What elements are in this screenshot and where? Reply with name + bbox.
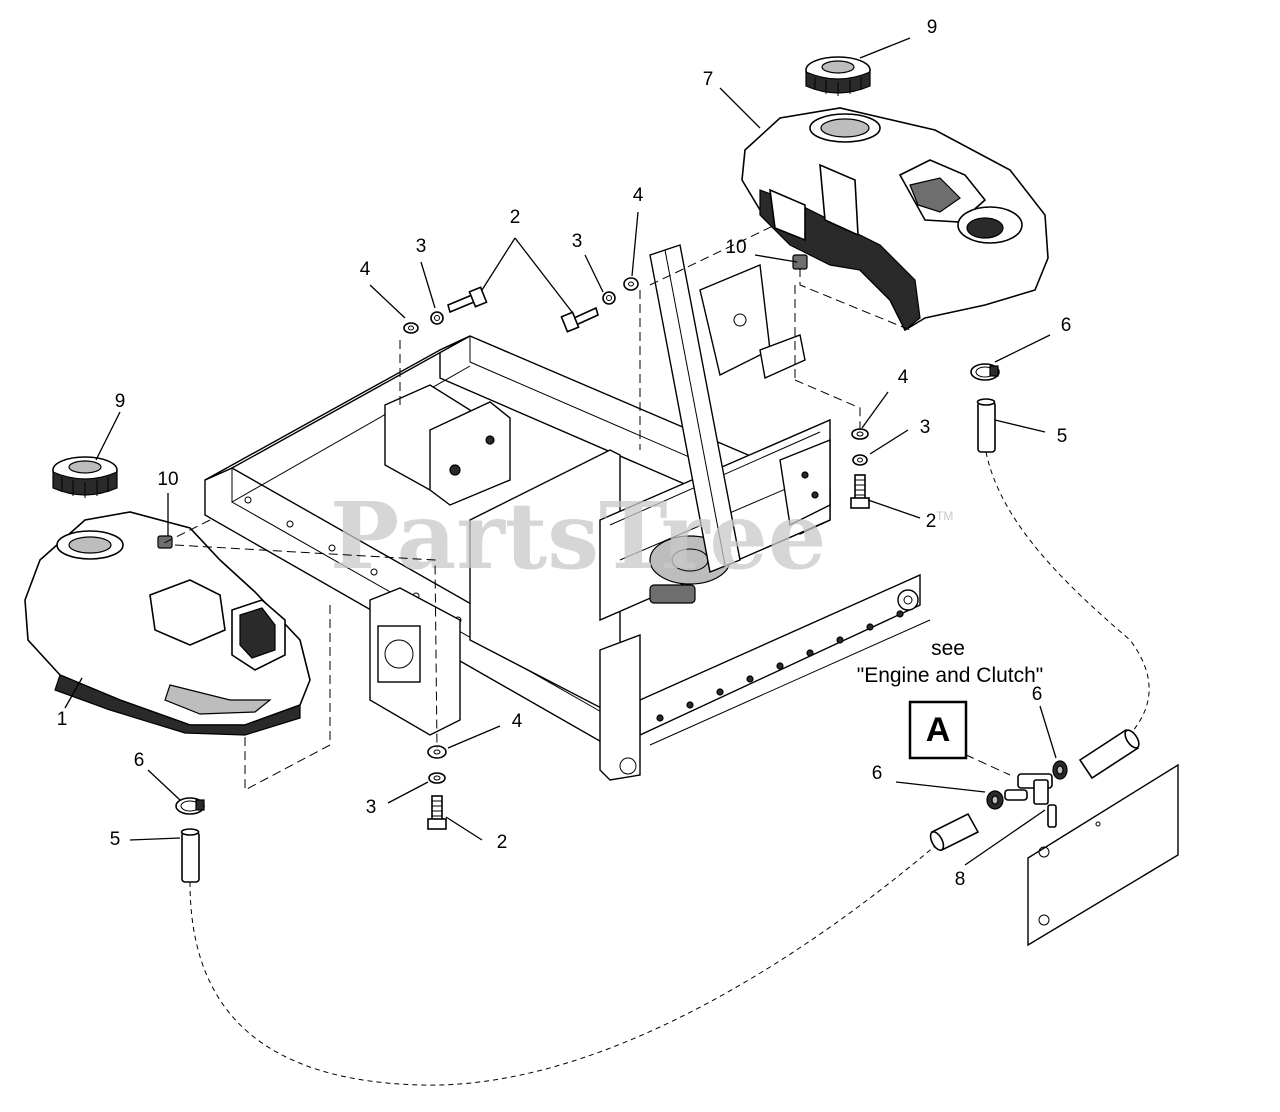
watermark-trademark: TM <box>936 509 953 523</box>
callout-3-top-right: 3 <box>572 231 583 252</box>
fuel-hose-left <box>180 828 200 883</box>
callout-2-right: 2 <box>926 511 937 532</box>
hose-clamp-top <box>970 363 1000 381</box>
callout-3-top-left: 3 <box>416 236 427 257</box>
callout-4-top-left: 4 <box>360 259 371 280</box>
callout-labels: 9 7 10 2 3 4 3 4 6 5 4 3 2 9 10 1 6 5 4 … <box>57 17 1072 890</box>
watermark: PartsTree TM <box>330 482 953 590</box>
shutoff-valve <box>986 760 1068 828</box>
fuel-tank-left <box>24 511 311 736</box>
callout-5-top: 5 <box>1057 426 1068 447</box>
fuel-hose-valve-right <box>1078 728 1140 780</box>
callout-3-right: 3 <box>920 417 931 438</box>
callout-1: 1 <box>57 709 68 730</box>
callout-9-top: 9 <box>927 17 938 38</box>
callout-6-top: 6 <box>1061 315 1072 336</box>
callout-4-bottom: 4 <box>512 711 523 732</box>
fuel-cap-top <box>805 56 871 96</box>
callout-3-bottom: 3 <box>366 797 377 818</box>
watermark-text: PartsTree <box>330 482 826 590</box>
reference-note-line1: see <box>931 637 965 660</box>
engine-mount-panel <box>1027 763 1179 947</box>
reference-note-line2: "Engine and Clutch" <box>857 664 1044 687</box>
callout-7: 7 <box>703 69 714 90</box>
fuel-hose-valve-left <box>929 812 980 852</box>
reference-box-a: A <box>908 700 968 760</box>
callout-10-left: 10 <box>157 469 178 490</box>
callout-5-left: 5 <box>110 829 121 850</box>
chassis-frame <box>204 244 931 781</box>
assembly-lines <box>159 224 1150 1086</box>
callout-4-top-right: 4 <box>633 185 644 206</box>
fuel-tank-right <box>741 107 1049 332</box>
callout-6-valve-left: 6 <box>872 763 883 784</box>
hardware-bottom <box>427 745 447 830</box>
callout-9-left: 9 <box>115 391 126 412</box>
reference-box-letter: A <box>926 711 951 749</box>
callout-6-valve-top: 6 <box>1032 684 1043 705</box>
callout-10-top: 10 <box>725 237 746 258</box>
hose-clamp-left <box>175 797 205 815</box>
leader-lines <box>64 37 1057 866</box>
callout-2-bottom: 2 <box>497 832 508 853</box>
hardware-top <box>403 277 639 334</box>
callout-6-left: 6 <box>134 750 145 771</box>
callout-4-right: 4 <box>898 367 909 388</box>
reference-note: see "Engine and Clutch" <box>857 637 1044 687</box>
fuel-cap-left <box>52 456 118 498</box>
hardware-right <box>850 428 870 509</box>
callout-2-top: 2 <box>510 207 521 228</box>
callout-8: 8 <box>955 869 966 890</box>
fuel-hose-top <box>976 398 996 453</box>
